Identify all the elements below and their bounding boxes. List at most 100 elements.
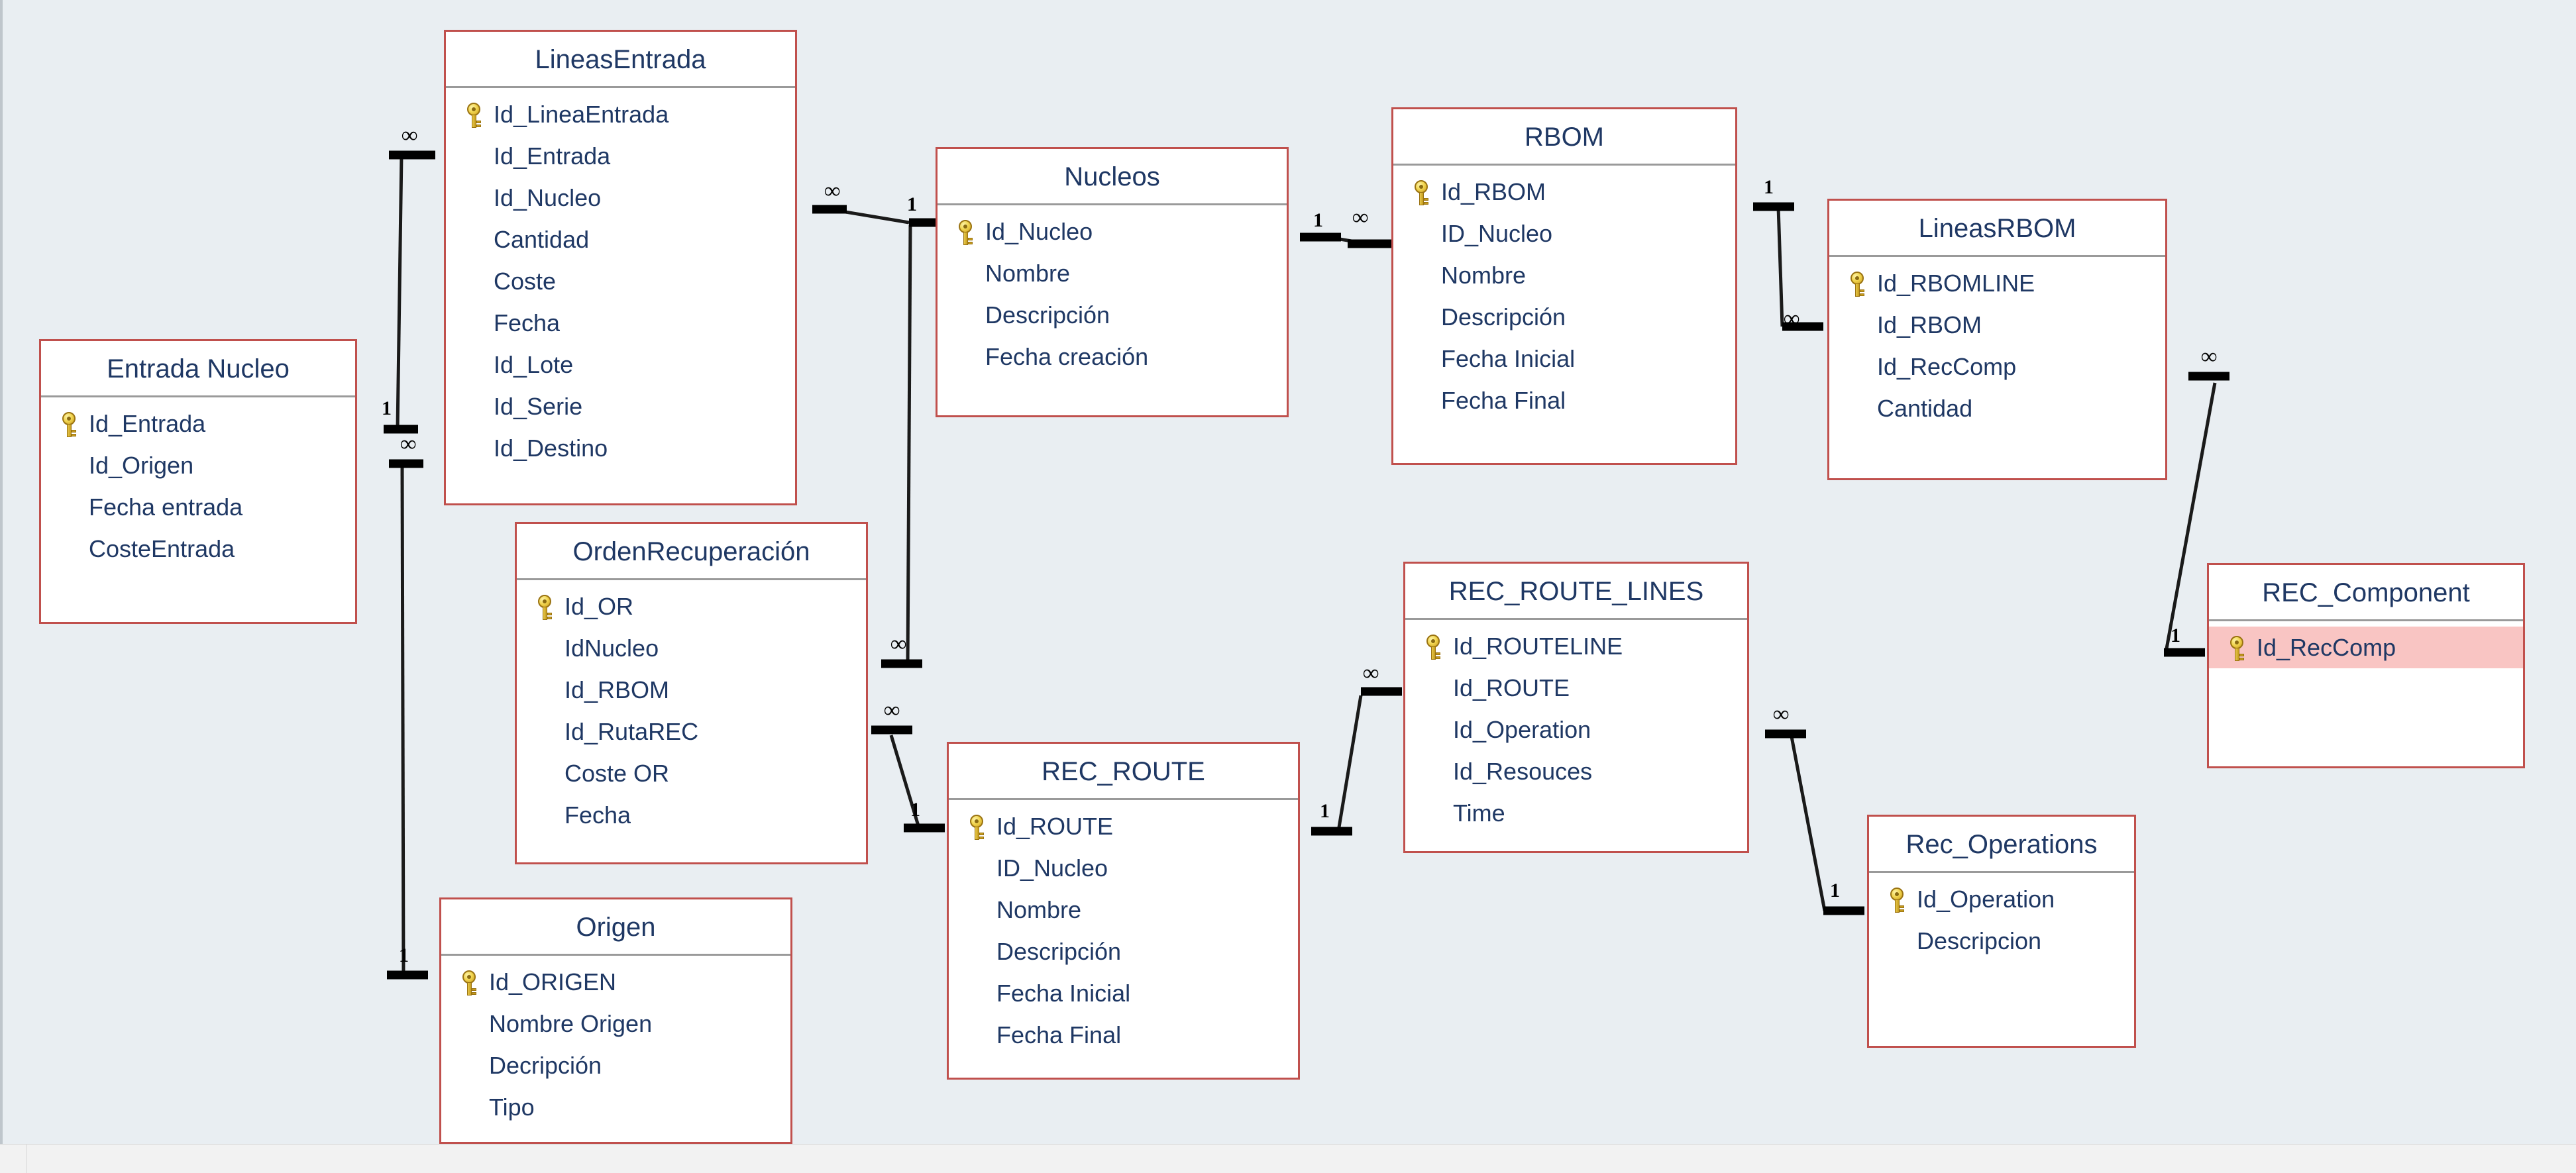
relationship-line-rbom-lineasrbom[interactable] bbox=[1776, 206, 1784, 327]
table-title: Origen bbox=[576, 913, 656, 942]
field-row[interactable]: Descripción bbox=[1393, 296, 1735, 338]
field-row[interactable]: Fecha entrada bbox=[41, 486, 355, 528]
field-row[interactable]: Descripción bbox=[949, 931, 1298, 972]
table-title: Entrada Nucleo bbox=[107, 354, 290, 383]
field-row[interactable]: Fecha Inicial bbox=[949, 972, 1298, 1014]
relationship-line-recroute-recroutelines[interactable] bbox=[1336, 695, 1363, 832]
field-row[interactable]: Id_RBOM bbox=[1393, 171, 1735, 213]
field-label: Id_Lote bbox=[494, 350, 574, 378]
horizontal-scrollbar[interactable] bbox=[0, 1144, 2576, 1173]
scroll-left-button[interactable] bbox=[0, 1145, 27, 1173]
field-row[interactable]: Descripción bbox=[938, 294, 1287, 336]
field-label: Fecha Inicial bbox=[1441, 344, 1576, 372]
field-label: Id_Destino bbox=[494, 434, 608, 462]
field-row[interactable]: Time bbox=[1405, 792, 1747, 834]
field-row[interactable]: Fecha creación bbox=[938, 336, 1287, 378]
field-row[interactable]: Id_Entrada bbox=[446, 135, 795, 177]
field-row[interactable]: Descripcion bbox=[1869, 920, 2134, 962]
field-row[interactable]: Nombre bbox=[1393, 254, 1735, 296]
field-row[interactable]: Id_Resouces bbox=[1405, 750, 1747, 792]
table-title-divider bbox=[2209, 619, 2523, 621]
field-row[interactable]: Id_RBOM bbox=[1829, 304, 2165, 346]
field-row[interactable]: Id_OR bbox=[517, 586, 866, 627]
field-row-selected[interactable]: Id_RecComp bbox=[2209, 627, 2523, 668]
relationship-line-nucleos-rbom[interactable] bbox=[1327, 235, 1368, 246]
field-label: ID_Nucleo bbox=[996, 854, 1108, 882]
field-row[interactable]: Id_RBOM bbox=[517, 669, 866, 711]
field-row[interactable]: Id_ROUTELINE bbox=[1405, 625, 1747, 667]
field-row[interactable]: Id_LineaEntrada bbox=[446, 93, 795, 135]
field-label: Id_Serie bbox=[494, 392, 583, 420]
field-row[interactable]: Tipo bbox=[441, 1086, 790, 1128]
table-title-divider bbox=[938, 203, 1287, 205]
field-row[interactable]: Fecha Final bbox=[1393, 380, 1735, 421]
field-label: Id_Nucleo bbox=[985, 217, 1093, 245]
table-title-divider bbox=[446, 86, 795, 88]
field-row[interactable]: Nombre bbox=[938, 252, 1287, 294]
field-row[interactable]: CosteEntrada bbox=[41, 528, 355, 570]
cardinality-many-entrada-lineasentrada-to: ∞ bbox=[402, 123, 418, 148]
relationship-line-lineasentrada-nucleos[interactable] bbox=[829, 207, 910, 225]
field-row[interactable]: Id_RecComp bbox=[1829, 346, 2165, 387]
field-row[interactable]: Cantidad bbox=[1829, 387, 2165, 429]
field-row[interactable]: Id_Lote bbox=[446, 344, 795, 385]
field-row[interactable]: Nombre Origen bbox=[441, 1003, 790, 1045]
field-label: Nombre bbox=[985, 259, 1071, 287]
field-row[interactable]: Id_ORIGEN bbox=[441, 961, 790, 1003]
field-row[interactable]: IdNucleo bbox=[517, 627, 866, 669]
field-row[interactable]: Fecha bbox=[446, 302, 795, 344]
relationship-line-nucleos-ordenrecuperacion[interactable] bbox=[906, 225, 912, 664]
field-row[interactable]: Id_Operation bbox=[1405, 709, 1747, 750]
primary-key-icon bbox=[1407, 178, 1436, 207]
primary-key-icon bbox=[1882, 885, 1911, 914]
field-row[interactable]: ID_Nucleo bbox=[949, 847, 1298, 889]
table-title: Rec_Operations bbox=[1905, 830, 2098, 859]
table-title-divider bbox=[41, 395, 355, 397]
field-row[interactable]: Coste OR bbox=[517, 752, 866, 794]
field-row[interactable]: Nombre bbox=[949, 889, 1298, 931]
field-row[interactable]: Id_Nucleo bbox=[446, 177, 795, 219]
relationship-line-entrada-origen[interactable] bbox=[400, 463, 405, 976]
field-row[interactable]: Id_ROUTE bbox=[1405, 667, 1747, 709]
field-row[interactable]: Id_ROUTE bbox=[949, 805, 1298, 847]
field-label: Id_RBOM bbox=[564, 676, 670, 703]
field-row[interactable]: Id_Origen bbox=[41, 444, 355, 486]
field-row[interactable]: Id_RBOMLINE bbox=[1829, 262, 2165, 304]
field-row[interactable]: Fecha Final bbox=[949, 1014, 1298, 1056]
field-row[interactable]: Fecha bbox=[517, 794, 866, 836]
field-row[interactable]: Id_Serie bbox=[446, 385, 795, 427]
field-row[interactable]: ID_Nucleo bbox=[1393, 213, 1735, 254]
field-row[interactable]: Id_RutaREC bbox=[517, 711, 866, 752]
field-row[interactable]: Id_Entrada bbox=[41, 403, 355, 444]
primary-key-icon bbox=[530, 592, 559, 621]
relationship-line-recroutelines-recoperations[interactable] bbox=[1790, 736, 1827, 911]
field-row[interactable]: Id_Destino bbox=[446, 427, 795, 469]
field-row[interactable]: Id_Nucleo bbox=[938, 211, 1287, 252]
field-row[interactable]: Decripción bbox=[441, 1045, 790, 1086]
field-row[interactable]: Fecha Inicial bbox=[1393, 338, 1735, 380]
relationship-line-entrada-lineasentrada[interactable] bbox=[396, 154, 403, 430]
field-label: Descripción bbox=[985, 301, 1110, 329]
field-row[interactable]: Coste bbox=[446, 260, 795, 302]
field-label: Descripcion bbox=[1917, 927, 2042, 954]
primary-key-icon bbox=[951, 217, 980, 246]
field-row[interactable]: Id_Operation bbox=[1869, 878, 2134, 920]
field-label: Tipo bbox=[489, 1093, 535, 1121]
field-row[interactable]: Cantidad bbox=[446, 219, 795, 260]
